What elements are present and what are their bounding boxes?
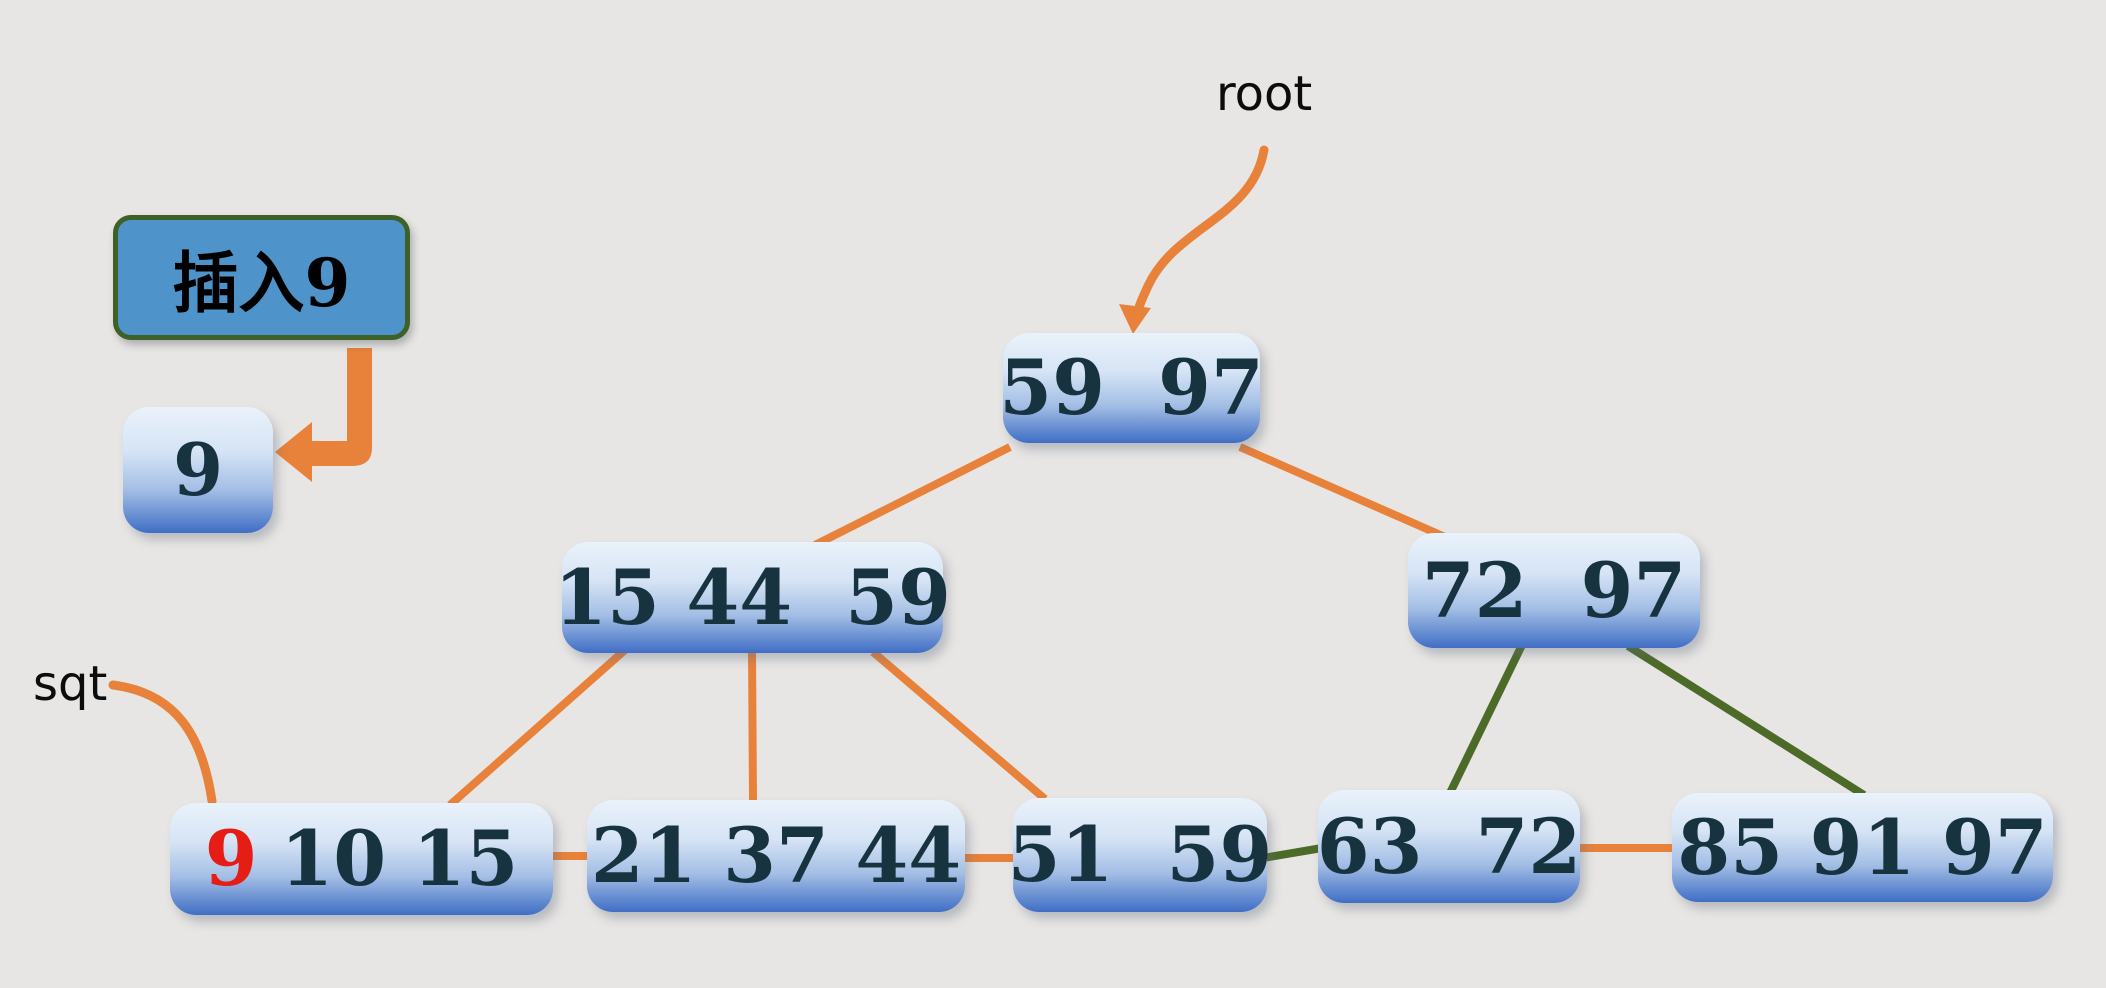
internal-node-right-keys: 72 97 xyxy=(1421,545,1687,635)
leaf-node-3-keys: 51 59 xyxy=(1007,810,1273,899)
root-node-keys: 59 97 xyxy=(999,343,1264,432)
edge-internal-left-to-leaf2 xyxy=(748,649,757,802)
insert-callout-box: 插入9 xyxy=(113,215,410,340)
leaf-node-5: 85 91 97 xyxy=(1672,793,2053,902)
sqt-label: sqt xyxy=(33,656,108,712)
insert-callout-text: 插入9 xyxy=(172,243,351,322)
root-label: root xyxy=(1216,66,1313,122)
leaf-node-1: 9 10 15 xyxy=(170,803,553,915)
inserted-key-node: 9 xyxy=(123,407,273,533)
root-node: 59 97 xyxy=(999,333,1264,443)
sqt-pointer-curve xyxy=(108,680,217,806)
leaf-node-1-inserted-key: 9 xyxy=(204,814,258,903)
edge-root-to-internal-left xyxy=(813,443,1012,549)
connector-leaf3-leaf4 xyxy=(1262,844,1323,862)
leaf-node-4-keys: 63 72 xyxy=(1316,801,1582,891)
internal-node-right: 72 97 xyxy=(1408,533,1700,648)
edge-internal-left-to-leaf1 xyxy=(447,647,628,808)
internal-node-left: 15 44 59 xyxy=(554,542,951,653)
leaf-node-5-keys: 85 91 97 xyxy=(1677,802,2048,892)
leaf-node-4: 63 72 xyxy=(1316,790,1582,903)
leaf-node-3: 51 59 xyxy=(1008,798,1272,912)
edge-internal-right-to-leaf4 xyxy=(1446,643,1526,795)
internal-node-left-keys: 15 44 59 xyxy=(554,552,951,642)
root-pointer-arrowhead xyxy=(1119,304,1151,334)
leaf-node-1-keys: 10 15 xyxy=(280,814,519,903)
inserted-key-text: 9 xyxy=(172,427,224,512)
edge-internal-left-to-leaf3 xyxy=(870,648,1048,803)
leaf-node-2-keys: 21 37 44 xyxy=(590,811,962,900)
insert-elbow-arrow xyxy=(275,348,372,482)
root-pointer-curve xyxy=(1131,145,1269,323)
edge-internal-right-to-leaf5 xyxy=(1625,642,1867,799)
edge-root-to-internal-right xyxy=(1238,443,1447,541)
leaf-node-2: 21 37 44 xyxy=(587,800,965,912)
